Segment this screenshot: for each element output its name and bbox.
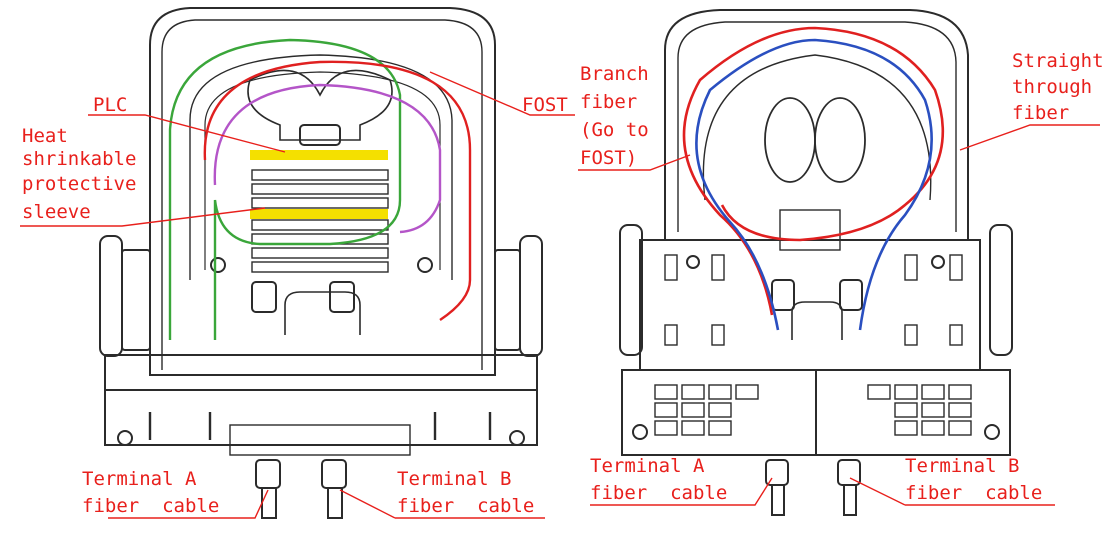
right-right-oval [814,97,866,183]
left-latch-right [519,235,543,357]
label-heat-line2: shrinkable [22,148,136,170]
label-heat-line4: sleeve [22,201,91,223]
label-right-term-b-line2: fiber cable [905,482,1042,504]
left-leader-lines [20,71,575,519]
right-fibers [682,26,945,331]
left-splice-stack [251,169,389,273]
right-base-grid-right [867,384,972,436]
label-left-term-a-line2: fiber cable [82,495,219,517]
label-branch-line3: (Go to [580,119,649,141]
left-center-holder [247,69,393,141]
left-fiber-purple [213,83,442,234]
left-latch-left [99,235,123,357]
label-right-term-a-line1: Terminal A [590,455,705,477]
left-outer-shell [149,7,496,376]
right-labels: Branch fiber (Go to FOST) Straight throu… [580,50,1104,504]
left-fibers [168,38,472,340]
label-left-term-b-line1: Terminal B [397,468,511,490]
label-straight-line3: fiber [1012,102,1069,124]
label-branch-line2: fiber [580,91,637,113]
label-straight-line1: Straight [1012,50,1104,72]
left-fiber-red [203,60,472,321]
left-base-plate [104,354,538,391]
label-left-term-b-line2: fiber cable [397,495,534,517]
label-branch-line4: FOST) [580,147,637,169]
right-left-oval [764,97,816,183]
label-right-term-a-line2: fiber cable [590,482,727,504]
right-fiber-blue [695,38,933,331]
label-branch-line1: Branch [580,63,649,85]
left-plc-sleeve [250,150,388,160]
right-base-grid-left [654,384,759,436]
label-heat-line1: Heat [22,125,68,147]
label-plc: PLC [93,94,127,116]
label-right-term-b-line1: Terminal B [905,455,1019,477]
label-straight-line2: through [1012,76,1092,98]
label-fost: FOST [522,94,568,116]
right-closure-view [619,9,1013,516]
left-closure-view [99,7,543,519]
right-tray-shell [664,9,969,241]
left-heat-sleeve [250,209,388,219]
right-lower-housing [639,239,981,371]
label-left-term-a-line1: Terminal A [82,468,197,490]
right-leader-lines [578,124,1100,506]
left-labels: PLC Heat shrinkable protective sleeve FO… [22,94,568,517]
label-heat-line3: protective [22,173,136,195]
right-fiber-red [682,26,945,316]
left-fiber-green [168,38,402,340]
